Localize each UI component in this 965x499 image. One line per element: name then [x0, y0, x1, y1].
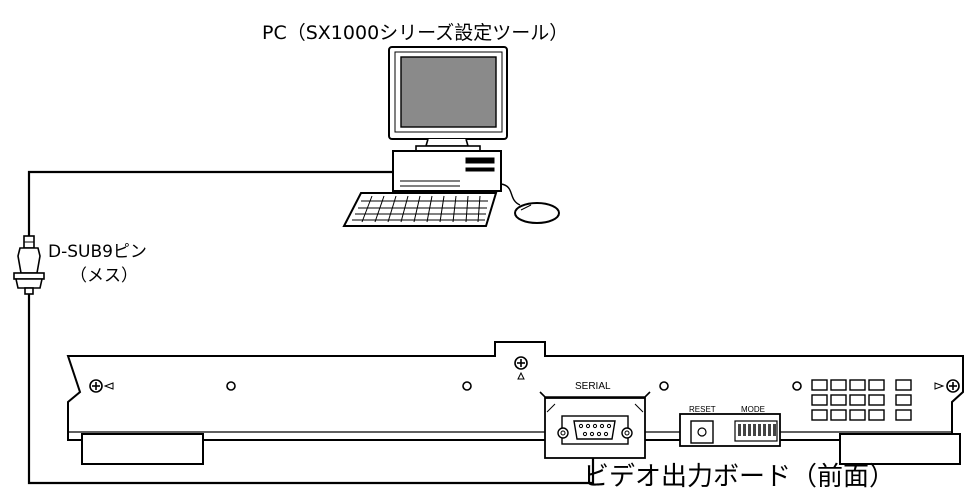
serial-port-label: SERIAL — [575, 381, 611, 392]
connector-sublabel: （メス） — [70, 266, 138, 286]
reset-mode-block — [679, 413, 781, 447]
led-indicators — [811, 379, 912, 421]
mode-label: MODE — [741, 405, 765, 414]
pc-illustration — [342, 46, 560, 227]
board-label: ビデオ出力ボード（前面） — [583, 462, 896, 492]
screw-icon — [89, 379, 114, 393]
connector-label: D-SUB9ピン — [48, 242, 147, 262]
pc-label: PC（SX1000シリーズ設定ツール） — [262, 22, 569, 44]
screw-icon — [514, 356, 528, 380]
video-output-board — [66, 341, 964, 465]
dsub9-connector-icon — [13, 235, 45, 295]
screw-icon — [934, 379, 960, 393]
reset-label: RESET — [689, 405, 716, 414]
serial-port — [539, 391, 651, 459]
serial-cable — [27, 170, 595, 485]
